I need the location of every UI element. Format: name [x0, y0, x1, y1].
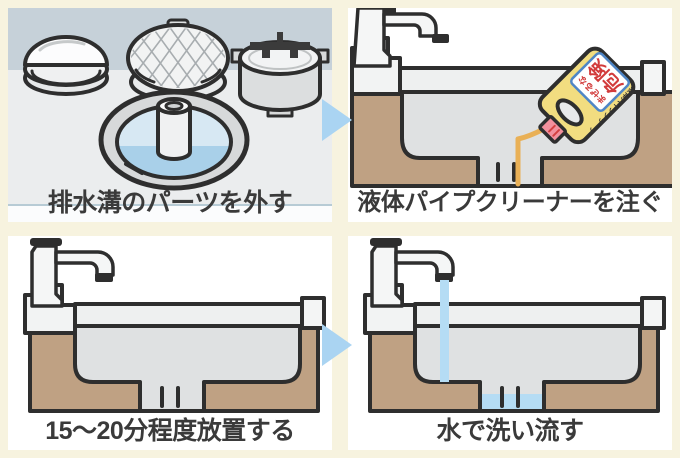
drain-lid-icon [23, 35, 109, 96]
strainer-basket-icon [126, 18, 230, 102]
faucet-spout-tip [95, 273, 113, 282]
caption-strip [8, 205, 332, 222]
sink-basin [413, 324, 642, 413]
faucet-spout-tip [435, 273, 453, 282]
waiting-sink-illustration [23, 238, 326, 413]
step-panel-1: 排水溝のパーツを外す [8, 8, 332, 222]
drain-parts-illustration [8, 8, 332, 222]
drain-water [482, 394, 542, 409]
step-panel-3: 15〜20分程度放置する [8, 236, 332, 450]
step-caption-1: 排水溝のパーツを外す [47, 189, 293, 217]
step-panel-2: まぜるな 危険 液体パイプクリーナー 液体パイプクリーナーを注ぐ [348, 8, 672, 222]
trap-cup-icon [230, 32, 330, 118]
step3-to-step4-arrow-icon [322, 324, 352, 366]
faucet [30, 238, 115, 308]
sink-rim [413, 302, 648, 328]
pour-cleaner-illustration: まぜるな 危険 液体パイプクリーナー [350, 8, 672, 188]
rim-end-cap [640, 296, 666, 330]
bottle-warning-label [570, 51, 631, 112]
rim-end-cap [300, 296, 326, 330]
step1-to-step2-arrow-icon [322, 99, 352, 141]
step-caption-2: 液体パイプクリーナーを注ぐ [357, 189, 663, 216]
faucet [352, 8, 449, 68]
sink-rim [73, 302, 308, 328]
rinse-sink-illustration [363, 238, 666, 413]
bottle-cap [538, 114, 568, 144]
faucet-spout-tip [432, 34, 449, 43]
bottle-handle-hole [555, 98, 584, 127]
overflow-pipe [156, 97, 192, 161]
rim-end-cap [640, 60, 666, 96]
step-caption-4: 水で洗い流す [436, 417, 584, 445]
step-panel-4: 水で洗い流す [348, 236, 672, 450]
step-caption-3: 15〜20分程度放置する [45, 417, 295, 445]
faucet [370, 238, 455, 308]
water-stream [440, 280, 449, 382]
drain-opening-icon [98, 89, 250, 191]
sink-basin [73, 324, 302, 413]
cleaner-bottle: まぜるな 危険 液体パイプクリーナー [537, 46, 637, 145]
